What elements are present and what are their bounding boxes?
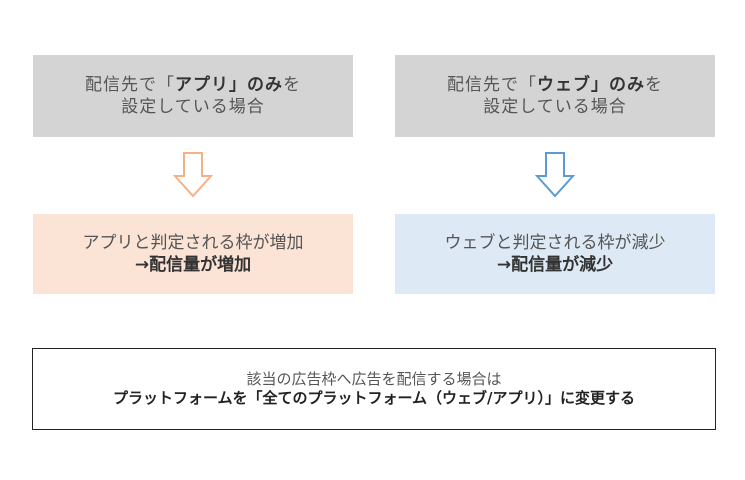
left-condition-line1: 配信先で「アプリ」のみを xyxy=(85,74,301,95)
right-result-line1: ウェブと判定される枠が減少 xyxy=(444,232,666,253)
recommendation-box: 該当の広告枠へ広告を配信する場合は プラットフォームを「全てのプラットフォーム（… xyxy=(32,348,716,430)
recommendation-line2: プラットフォームを「全てのプラットフォーム（ウェブ/アプリ）」に変更する xyxy=(112,389,636,407)
recommendation-line1: 該当の広告枠へ広告を配信する場合は xyxy=(246,369,502,388)
right-result-box: ウェブと判定される枠が減少 →配信量が減少 xyxy=(395,214,715,294)
left-result-line1: アプリと判定される枠が増加 xyxy=(82,232,304,253)
right-result-line2: →配信量が減少 xyxy=(496,255,614,275)
down-arrow-icon xyxy=(535,152,575,198)
left-condition-box: 配信先で「アプリ」のみを 設定している場合 xyxy=(33,55,353,137)
right-condition-line1: 配信先で「ウェブ」のみを xyxy=(447,74,663,95)
left-result-box: アプリと判定される枠が増加 →配信量が増加 xyxy=(33,214,353,294)
left-condition-line2: 設定している場合 xyxy=(121,97,265,117)
left-result-line2: →配信量が増加 xyxy=(134,255,252,275)
right-condition-line2: 設定している場合 xyxy=(483,97,627,117)
down-arrow-icon xyxy=(173,152,213,198)
right-condition-box: 配信先で「ウェブ」のみを 設定している場合 xyxy=(395,55,715,137)
